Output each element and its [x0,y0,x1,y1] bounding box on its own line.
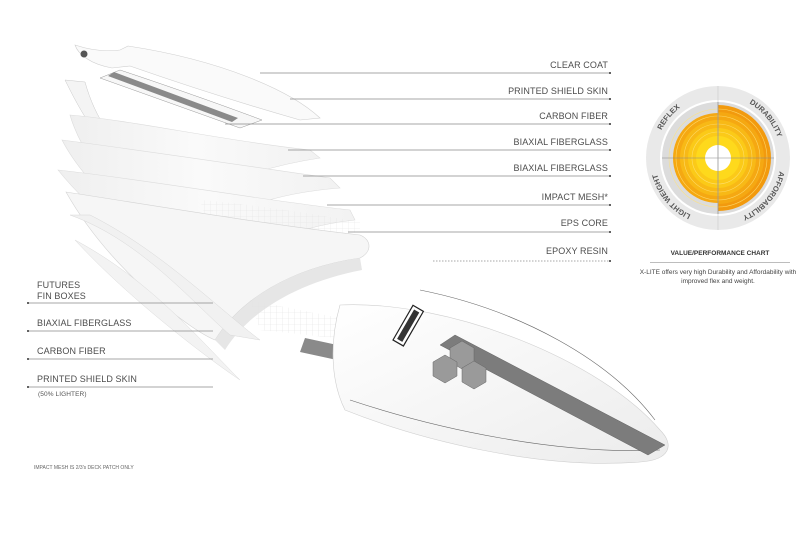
label-futures-line1: FUTURES [37,280,81,290]
label-left-biaxial-fiberglass: BIAXIAL FIBERGLASS [37,318,132,328]
label-left-printed-shield-skin: PRINTED SHIELD SKIN [37,374,137,384]
footnote: IMPACT MESH IS 2/3's DECK PATCH ONLY [34,465,134,471]
chart-divider [650,262,790,263]
left-leader-lines [28,302,213,388]
chart-title: VALUE/PERFORMANCE CHART [670,250,770,257]
label-clear-coat: CLEAR COAT [550,60,608,70]
label-carbon-fiber: CARBON FIBER [539,111,608,121]
al-merrick-logo-icon [392,304,425,347]
label-printed-shield-skin: PRINTED SHIELD SKIN [508,86,608,96]
right-leader-lines [225,72,610,262]
label-epoxy-resin: EPOXY RESIN [546,246,608,256]
label-eps-core: EPS CORE [560,218,608,228]
label-futures-line2: FIN BOXES [37,291,86,301]
board-deck-top [64,44,321,173]
board-bottom-nose [332,289,669,464]
chart-description: X-LITE offers very high Durability and A… [639,269,797,285]
label-biaxial-fiberglass-1: BIAXIAL FIBERGLASS [513,137,608,147]
label-left-carbon-fiber: CARBON FIBER [37,346,106,356]
board-layers [57,114,370,381]
label-fifty-percent-lighter: (50% LIGHTER) [38,391,87,398]
value-performance-radial-chart: REFLEX DURABILITY AFFORDABILITY LIGHT WE… [646,86,790,230]
hexagon-logo-icon [432,340,487,390]
label-impact-mesh: IMPACT MESH* [541,192,608,202]
leash-plug-icon [80,50,88,58]
label-biaxial-fiberglass-2: BIAXIAL FIBERGLASS [513,163,608,173]
